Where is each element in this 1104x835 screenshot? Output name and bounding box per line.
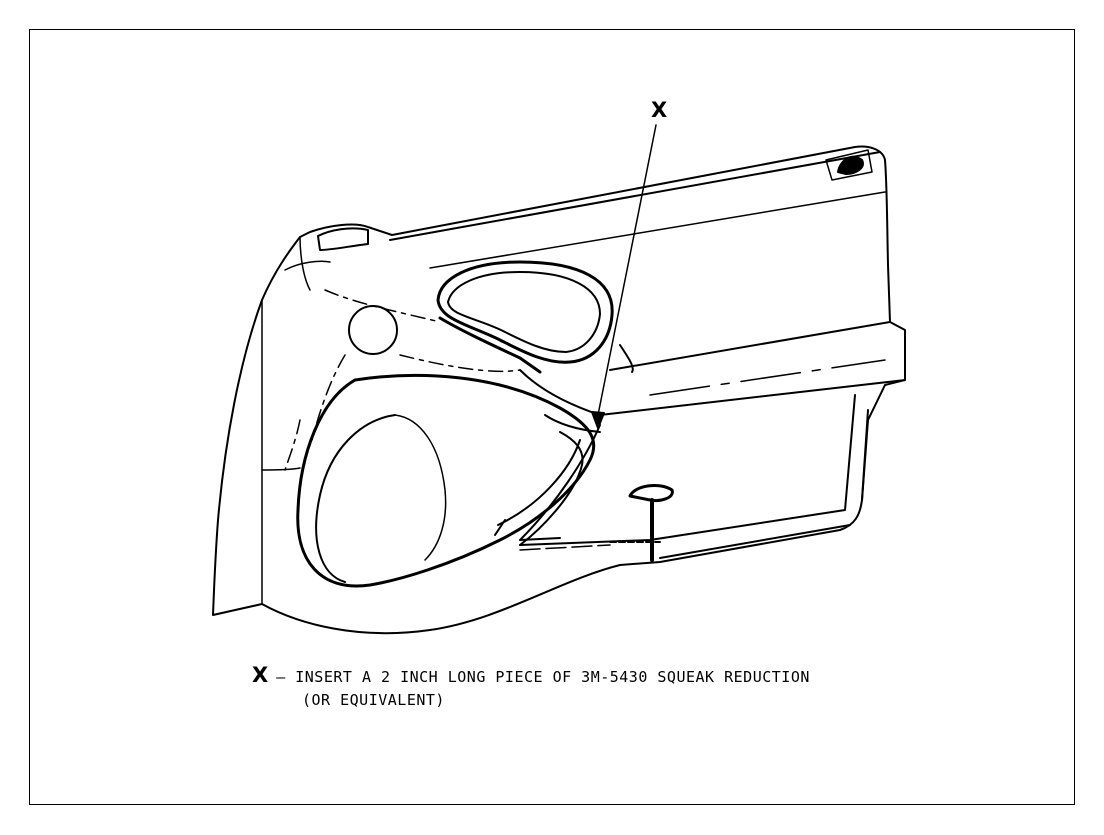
legend-key: X bbox=[252, 663, 269, 687]
armrest-bar bbox=[519, 321, 906, 433]
legend: X – INSERT A 2 INCH LONG PIECE OF 3M-543… bbox=[252, 663, 810, 709]
legend-row: X – INSERT A 2 INCH LONG PIECE OF 3M-543… bbox=[252, 663, 810, 687]
diagram-frame bbox=[29, 29, 1075, 805]
legend-line-1: INSERT A 2 INCH LONG PIECE OF 3M-5430 SQ… bbox=[295, 668, 810, 686]
lower-storage-bin bbox=[519, 394, 869, 559]
front-corner-trim bbox=[317, 227, 369, 251]
legend-dash: – bbox=[276, 668, 286, 686]
speaker-grille bbox=[348, 305, 398, 355]
legend-line-2: (OR EQUIVALENT) bbox=[302, 691, 445, 709]
callout-label-x: X bbox=[651, 98, 668, 122]
door-release-handle bbox=[609, 483, 674, 562]
upper-trim-line bbox=[389, 151, 881, 241]
callout-leader-arrow bbox=[591, 124, 657, 429]
upper-trim-line-2 bbox=[429, 191, 886, 269]
door-panel-outline bbox=[212, 145, 906, 635]
armrest-pull-cup bbox=[436, 260, 614, 374]
map-pocket bbox=[296, 373, 601, 588]
lock-knob bbox=[825, 149, 873, 181]
